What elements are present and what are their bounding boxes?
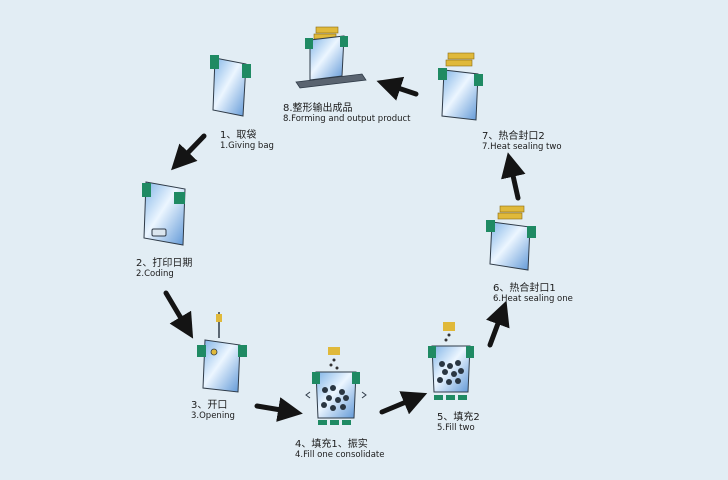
step3-bag-illustration (197, 312, 247, 393)
arrow-step3-to-4 (254, 397, 303, 422)
step5-bag-illustration (428, 322, 474, 400)
step2-label-en: 2.Coding (136, 269, 174, 279)
clip-icon (210, 55, 219, 69)
clip-icon (197, 345, 206, 357)
clip-icon (242, 64, 251, 78)
clip-icon (352, 372, 360, 384)
clip-icon (305, 38, 313, 49)
step5-label: 5、填充2 5.Fill two (437, 412, 480, 434)
arrow-step2-to-3 (163, 290, 194, 339)
arrow-step1-to-2 (171, 133, 207, 171)
step1-label-en: 1.Giving bag (220, 141, 274, 151)
step1-label-zh: 1、取袋 (220, 130, 257, 141)
step8-label-en: 8.Forming and output product (283, 114, 411, 124)
step3-label: 3、开口 3.Opening (191, 400, 235, 422)
clip-icon (466, 346, 474, 358)
hopper-icon (328, 347, 340, 355)
clip-icon (438, 68, 447, 80)
step8-label: 8.整形输出成品 8.Forming and output product (283, 103, 411, 125)
step4-bag-illustration (305, 347, 367, 425)
step6-label-en: 6.Heat sealing one (493, 294, 573, 304)
step4-label-zh: 4、填充1、振实 (295, 439, 368, 450)
step7-label-en: 7.Heat sealing two (482, 142, 562, 152)
arrow-step6-to-7 (501, 152, 526, 201)
step5-label-zh: 5、填充2 (437, 412, 480, 423)
step2-bag-illustration (142, 181, 186, 246)
step3-label-zh: 3、开口 (191, 400, 228, 411)
step6-label: 6、热合封口1 6.Heat sealing one (493, 283, 573, 305)
step8-product-illustration (295, 26, 367, 89)
arrow-step5-to-6 (486, 300, 510, 348)
step6-label-zh: 6、热合封口1 (493, 283, 556, 294)
step5-label-en: 5.Fill two (437, 423, 475, 433)
clip-icon (527, 226, 536, 238)
step2-label: 2、打印日期 2.Coding (136, 258, 192, 280)
hopper-icon (443, 322, 455, 331)
step2-label-zh: 2、打印日期 (136, 258, 193, 269)
step7-bag-illustration (438, 52, 483, 121)
vibrator-icon (318, 420, 351, 425)
clip-icon (428, 346, 436, 358)
clip-icon (486, 220, 495, 232)
clip-icon (238, 345, 247, 357)
step6-bag-illustration (486, 205, 536, 271)
clip-icon (174, 192, 185, 204)
clip-icon (474, 74, 483, 86)
step4-label: 4、填充1、振实 4.Fill one consolidate (295, 439, 384, 461)
arrow-step7-to-8 (376, 76, 419, 101)
step1-bag-illustration (210, 55, 251, 117)
clip-icon (340, 36, 348, 47)
step4-label-en: 4.Fill one consolidate (295, 450, 385, 460)
step3-label-en: 3.Opening (191, 411, 235, 421)
sealer-bar-icon (499, 205, 525, 213)
vibrator-icon (434, 395, 467, 400)
sealer-bar-icon (447, 52, 475, 60)
clip-icon (312, 372, 320, 384)
clip-icon (142, 183, 151, 197)
date-code-mark (151, 228, 167, 237)
step8-label-zh: 8.整形输出成品 (283, 103, 353, 114)
step7-label: 7、热合封口2 7.Heat sealing two (482, 131, 562, 153)
step7-label-zh: 7、热合封口2 (482, 131, 545, 142)
step1-label: 1、取袋 1.Giving bag (220, 130, 274, 152)
arrow-step4-to-5 (379, 391, 428, 415)
